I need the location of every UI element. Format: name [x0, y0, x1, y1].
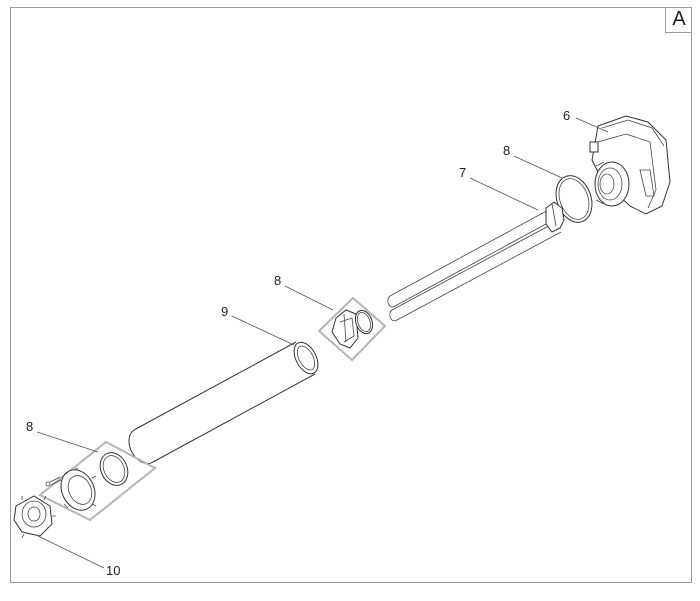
leader-6 — [575, 117, 609, 133]
leader-10 — [37, 535, 105, 569]
callout-10: 10 — [106, 563, 120, 578]
part-9-quartz-tube — [128, 341, 319, 465]
part-10-end-cap — [13, 495, 56, 539]
drawing-frame — [10, 7, 692, 583]
leader-8-top — [513, 155, 563, 179]
view-letter-badge: A — [665, 7, 692, 33]
callout-6: 6 — [563, 108, 570, 123]
callout-8-middle: 8 — [274, 273, 281, 288]
callout-7: 7 — [459, 165, 466, 180]
leader-7 — [469, 177, 539, 211]
leader-9 — [231, 315, 295, 346]
callout-labels: 6 8 7 8 9 8 10 — [26, 108, 570, 578]
leader-8-middle — [284, 285, 334, 311]
part-6-housing-head — [589, 115, 671, 215]
part-8-seal-kit-middle — [317, 296, 387, 362]
view-letter: A — [672, 8, 686, 30]
callout-8-top: 8 — [503, 143, 510, 158]
part-8-seal-kit-bottom — [38, 440, 157, 522]
part-7-uv-lamp — [387, 201, 565, 322]
leader-lines — [36, 117, 609, 569]
callout-8-bottom: 8 — [26, 419, 33, 434]
callout-9: 9 — [221, 304, 228, 319]
leader-8-bottom — [36, 431, 99, 453]
